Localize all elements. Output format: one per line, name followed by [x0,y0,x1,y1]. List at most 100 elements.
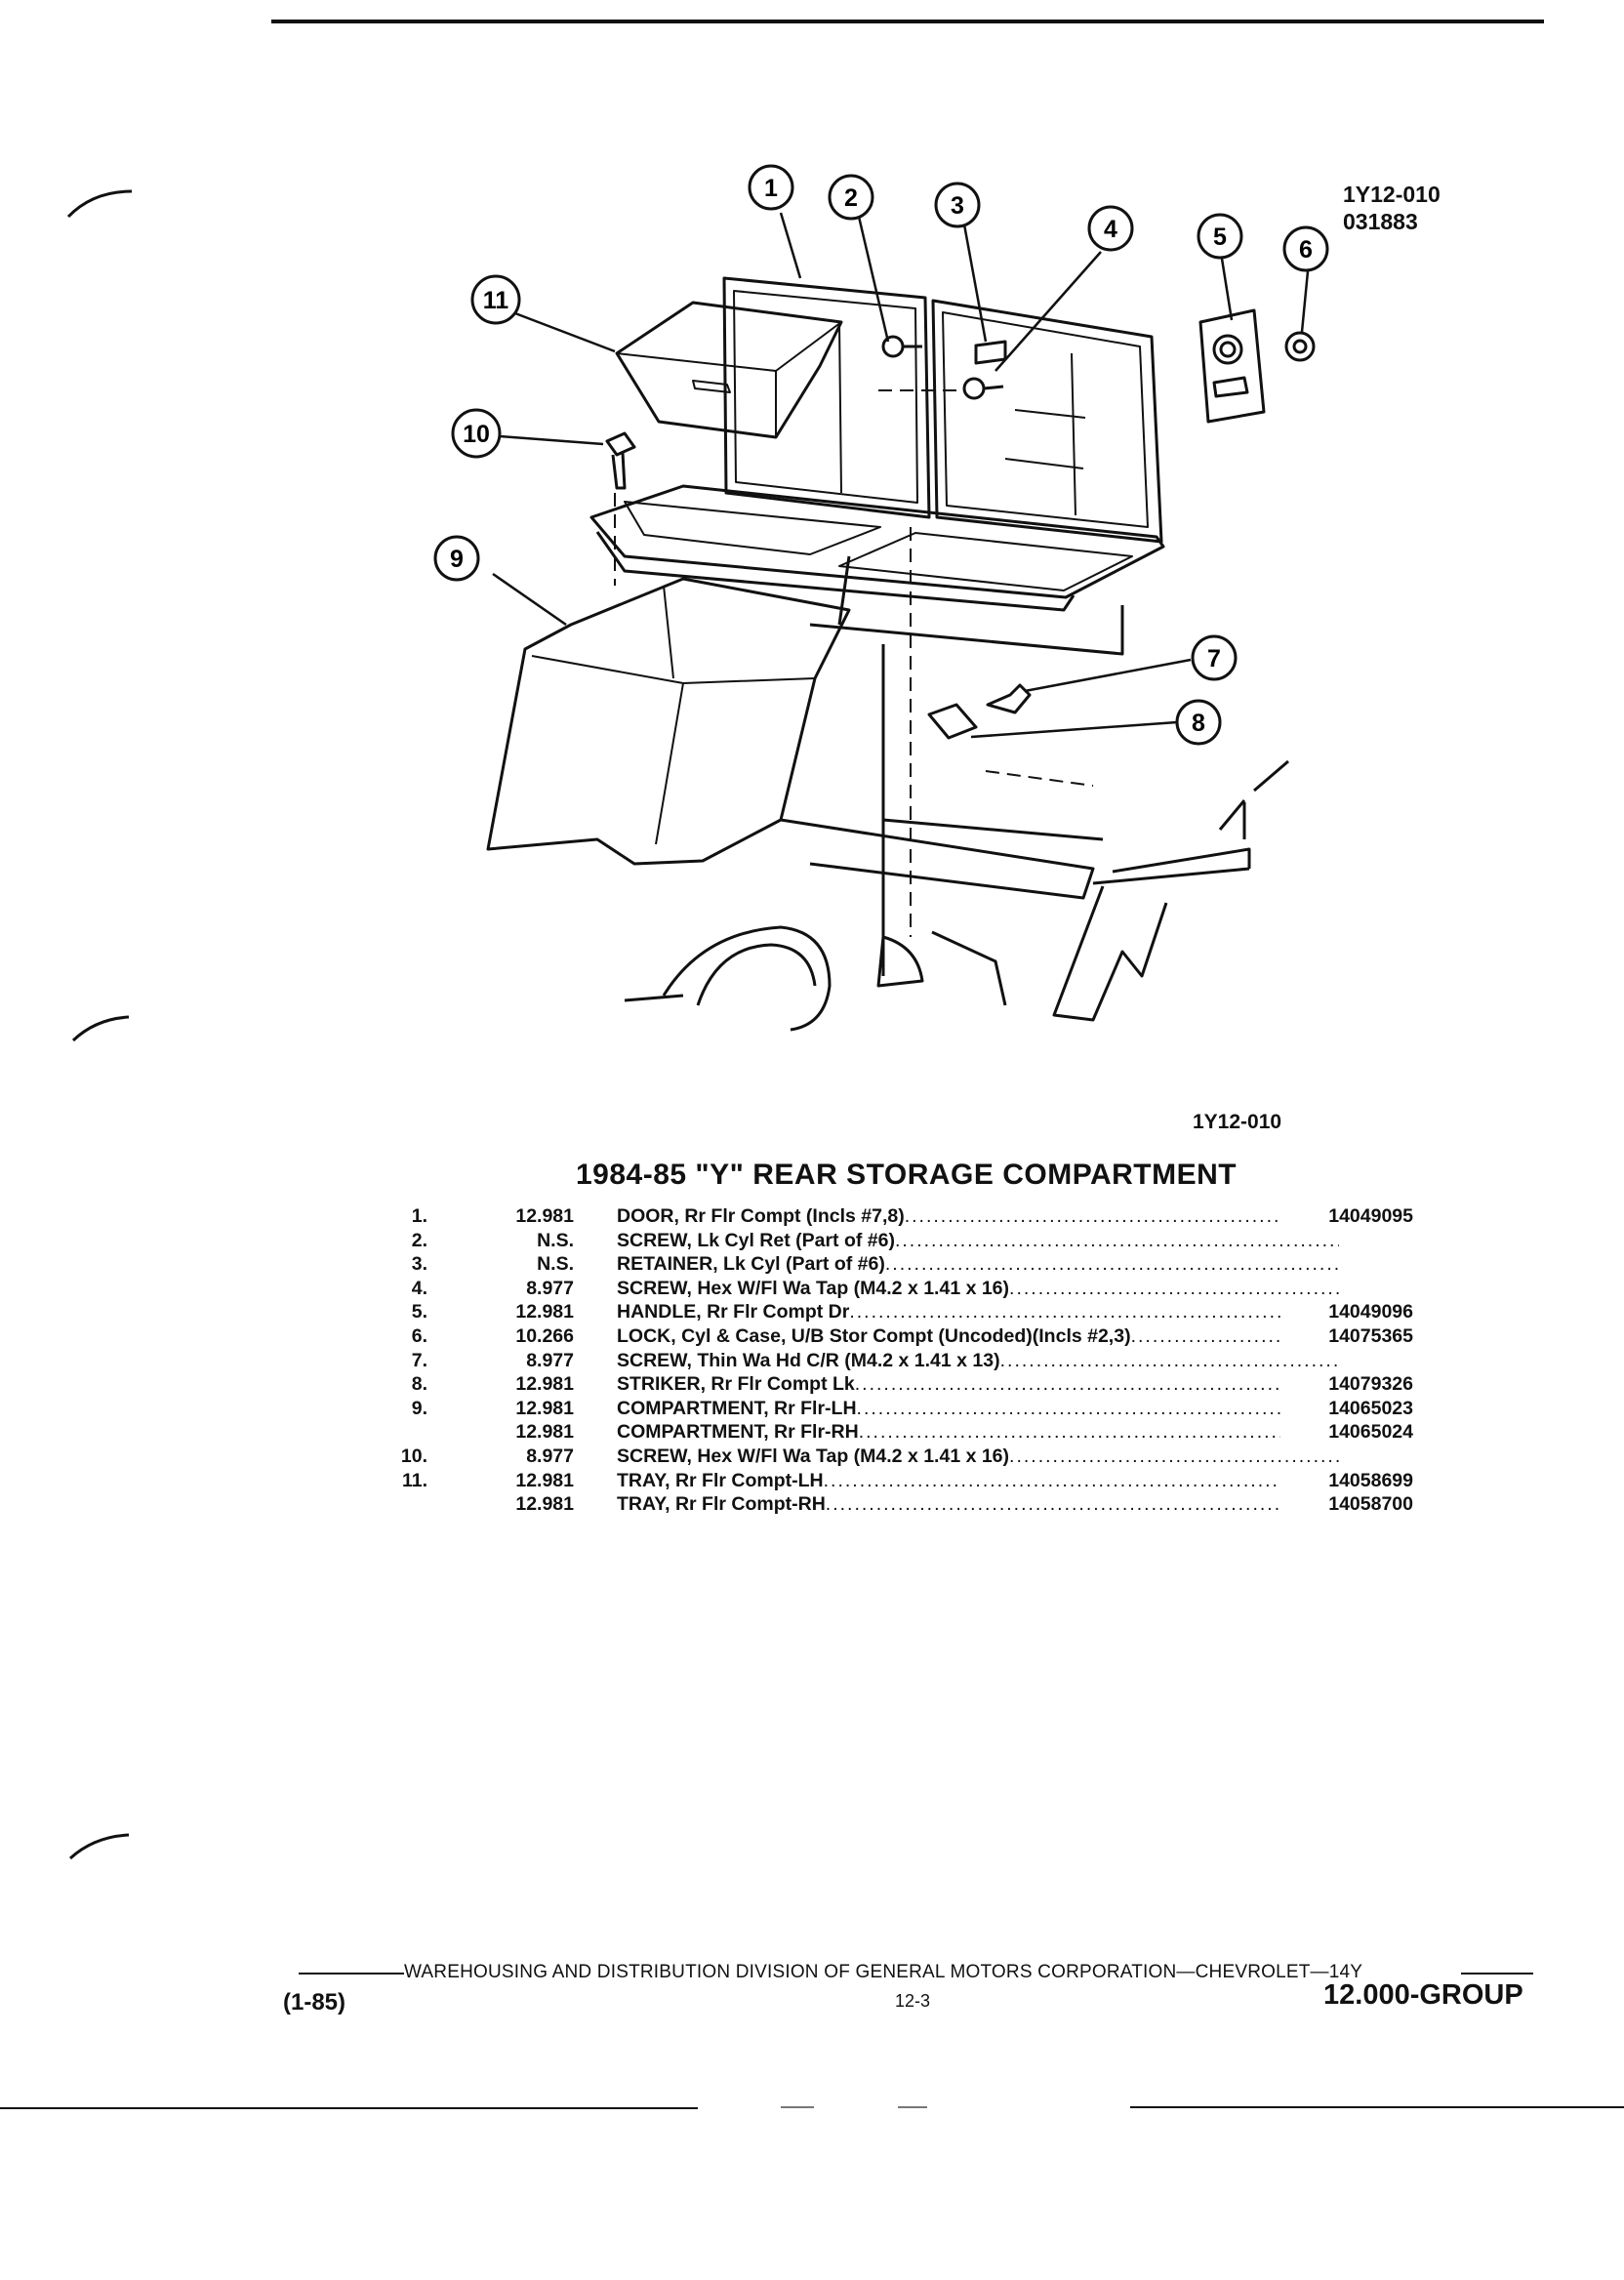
part-description: COMPARTMENT, Rr Flr-LH .................… [617,1397,1280,1421]
diagram-caption-code: 1Y12-010 [1193,1111,1282,1133]
part-number-index: 1. [411,1205,427,1227]
callout-8: 8 [1192,710,1205,737]
parts-row: 12.981 14065024 COMPARTMENT, Rr Flr-RH ...… [381,1420,1435,1445]
parts-row: 6. 10.266 14075365 LOCK, Cyl & Case, U/B St… [381,1324,1435,1349]
part-description-text: SCREW, Hex W/Fl Wa Tap (M4.2 x 1.41 x 16… [617,1445,1010,1467]
diagram-ref-code: 1Y12-010 [1343,182,1441,207]
callout-10: 10 [463,421,490,448]
part-description-text: HANDLE, Rr Flr Compt Dr [617,1301,850,1323]
part-number: 14049095 [1328,1205,1413,1227]
footer-date: (1-85) [283,1989,346,2015]
footer-rule-left [299,1973,404,1975]
part-description: COMPARTMENT, Rr Flr-RH .................… [617,1420,1280,1445]
callout-6: 6 [1299,236,1313,264]
part-description: RETAINER, Lk Cyl (Part of #6) ..........… [617,1252,1339,1277]
callout-2: 2 [844,184,858,212]
part-description-text: COMPARTMENT, Rr Flr-LH [617,1397,857,1419]
callout-7: 7 [1207,645,1221,672]
part-group-code: 8.977 [526,1277,574,1299]
leader-dots: ........................................… [999,1349,1339,1371]
footer-rule-right [1461,1973,1533,1975]
part-number-index: 3. [411,1253,427,1276]
leader-dots: ........................................… [854,1373,1280,1396]
part-description: SCREW, Lk Cyl Ret (Part of #6) .........… [617,1229,1339,1253]
part-group-code: 12.981 [515,1373,574,1396]
part-description: LOCK, Cyl & Case, U/B Stor Compt (Uncode… [617,1324,1280,1349]
part-number-index: 10. [400,1445,427,1467]
part-number-index: 2. [411,1229,427,1251]
bottom-rule-right [1130,2106,1624,2108]
part-group-code: 8.977 [526,1349,574,1371]
part-group-code: 12.981 [515,1469,574,1491]
part-description-text: TRAY, Rr Flr Compt-LH [617,1469,824,1491]
leader-dots: ........................................… [823,1469,1280,1491]
part-number-index: 7. [411,1349,427,1371]
part-number: 14079326 [1328,1373,1413,1396]
callout-11: 11 [483,287,509,314]
part-description-text: DOOR, Rr Flr Compt (Incls #7,8) [617,1205,905,1227]
part-description: SCREW, Hex W/Fl Wa Tap (M4.2 x 1.41 x 16… [617,1277,1339,1301]
part-description-text: LOCK, Cyl & Case, U/B Stor Compt (Uncode… [617,1324,1131,1347]
parts-row: 2. N.S. SCREW, Lk Cyl Ret (Part of #6) ...… [381,1229,1435,1253]
leader-dots: ........................................… [849,1301,1280,1323]
part-number-index: 6. [411,1324,427,1347]
part-number: 14049096 [1328,1301,1413,1323]
callout-5: 5 [1213,224,1227,251]
part-description-text: TRAY, Rr Flr Compt-RH [617,1493,826,1516]
part-number: 14058699 [1328,1469,1413,1491]
part-group-code: 12.981 [515,1421,574,1444]
diagram-ref-date: 031883 [1343,209,1418,234]
part-group-code: 8.977 [526,1445,574,1467]
part-group-code: 12.981 [515,1301,574,1323]
part-description: TRAY, Rr Flr Compt-LH ..................… [617,1469,1280,1493]
callout-3: 3 [951,192,964,220]
part-description: SCREW, Thin Wa Hd C/R (M4.2 x 1.41 x 13)… [617,1349,1339,1373]
part-group-code: 12.981 [515,1205,574,1227]
leader-dots: ........................................… [904,1205,1280,1227]
part-group-code: 12.981 [515,1397,574,1419]
part-group-code: N.S. [537,1229,574,1251]
part-description: DOOR, Rr Flr Compt (Incls #7,8) ........… [617,1204,1280,1229]
part-number-index: 8. [411,1373,427,1396]
top-rule [271,20,1544,23]
footer-publisher: WAREHOUSING AND DISTRIBUTION DIVISION OF… [404,1962,1363,1982]
part-number: 14075365 [1328,1324,1413,1347]
bottom-rule-mark-1 [781,2106,814,2108]
part-number-index: 5. [411,1301,427,1323]
part-number: 14065024 [1328,1421,1413,1444]
part-description: TRAY, Rr Flr Compt-RH ..................… [617,1492,1280,1517]
part-description-text: SCREW, Thin Wa Hd C/R (M4.2 x 1.41 x 13) [617,1349,1000,1371]
part-description-text: SCREW, Hex W/Fl Wa Tap (M4.2 x 1.41 x 16… [617,1277,1010,1299]
punch-marks [66,189,133,1860]
part-group-code: 10.266 [515,1324,574,1347]
part-description-text: RETAINER, Lk Cyl (Part of #6) [617,1253,885,1276]
parts-row: 7. 8.977 SCREW, Thin Wa Hd C/R (M4.2 x 1.4… [381,1349,1435,1373]
part-number-index: 9. [411,1397,427,1419]
callout-circles: 1 2 3 4 5 6 7 8 9 10 11 [433,164,1329,746]
leader-dots: ........................................… [894,1229,1339,1251]
callout-4: 4 [1104,216,1117,243]
part-group-code: N.S. [537,1253,574,1276]
part-description: SCREW, Hex W/Fl Wa Tap (M4.2 x 1.41 x 16… [617,1445,1339,1469]
parts-row: 1. 12.981 14049095 DOOR, Rr Flr Compt (Incl… [381,1204,1435,1229]
parts-list: 1. 12.981 14049095 DOOR, Rr Flr Compt (Incl… [381,1204,1435,1517]
bottom-rule-left [0,2107,698,2109]
part-number: 14058700 [1328,1493,1413,1516]
section-title: 1984-85 "Y" REAR STORAGE COMPARTMENT [576,1159,1238,1191]
part-description-text: STRIKER, Rr Flr Compt Lk [617,1373,855,1396]
part-description-text: SCREW, Lk Cyl Ret (Part of #6) [617,1229,895,1251]
parts-row: 9. 12.981 14065023 COMPARTMENT, Rr Flr-LH .… [381,1397,1435,1421]
callout-9: 9 [450,546,464,573]
leader-dots: ........................................… [825,1493,1280,1516]
bottom-rule-mark-2 [898,2106,927,2108]
leader-dots: ........................................… [1009,1277,1339,1299]
part-number: 14065023 [1328,1397,1413,1419]
parts-row: 8. 12.981 14079326 STRIKER, Rr Flr Compt Lk… [381,1372,1435,1397]
parts-row: 3. N.S. RETAINER, Lk Cyl (Part of #6) ....… [381,1252,1435,1277]
part-description: STRIKER, Rr Flr Compt Lk ...............… [617,1372,1280,1397]
leader-dots: ........................................… [884,1253,1339,1276]
part-description-text: COMPARTMENT, Rr Flr-RH [617,1421,859,1444]
parts-row: 10. 8.977 SCREW, Hex W/Fl Wa Tap (M4.2 x 1… [381,1445,1435,1469]
